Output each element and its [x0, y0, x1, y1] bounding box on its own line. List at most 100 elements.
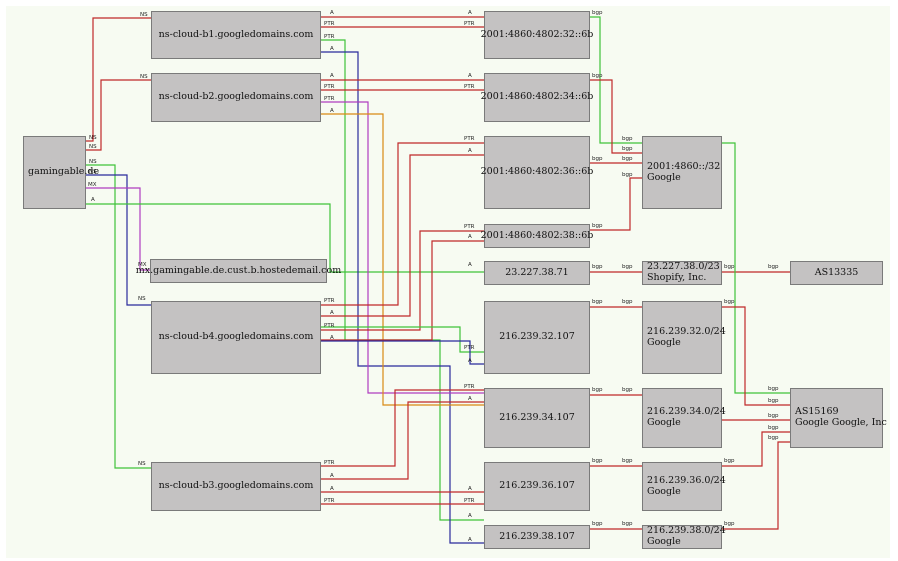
- node-label: 216.239.36.107: [499, 480, 575, 492]
- edge-label: PTR: [464, 384, 475, 390]
- prefix-range: 216.239.34.0/24: [647, 406, 726, 418]
- node-gamingable-de[interactable]: gamingable.de: [23, 136, 99, 209]
- edge-label: A: [468, 396, 472, 402]
- node-ip-23-227-38-71[interactable]: 23.227.38.71: [484, 261, 590, 285]
- prefix-owner: Google: [647, 171, 681, 183]
- edge-label: bgp: [724, 458, 735, 464]
- edge-bgp-ip6-38: [590, 177, 642, 231]
- edge-label: bgp: [768, 264, 779, 270]
- prefix-range: 216.239.32.0/24: [647, 325, 726, 337]
- edge-label: bgp: [622, 264, 633, 270]
- node-label: 216.239.34.107: [499, 411, 575, 423]
- node-label: 216.239.38.107: [499, 530, 575, 542]
- node-ip-216-239-32-107[interactable]: 216.239.32.107: [484, 301, 590, 374]
- node-ip6-38[interactable]: 2001:4860:4802:38::6b: [481, 224, 593, 248]
- edge-label: bgp: [592, 223, 603, 229]
- edge-ns-b2: [86, 79, 151, 151]
- edge-label: PTR: [464, 224, 475, 230]
- node-ip6-36[interactable]: 2001:4860:4802:36::6b: [481, 136, 593, 209]
- node-label: ns-cloud-b2.googledomains.com: [158, 91, 314, 103]
- edge-label: PTR: [464, 345, 475, 351]
- edge-label: bgp: [622, 387, 633, 393]
- edge-label: A: [91, 197, 95, 203]
- node-ip-216-239-36-107[interactable]: 216.239.36.107: [484, 462, 590, 511]
- node-ip-216-239-34-107[interactable]: 216.239.34.107: [484, 388, 590, 448]
- edge-b1-ptr-v4: [321, 39, 484, 521]
- edge-label: A: [468, 486, 472, 492]
- edge-b4-ptr-36: [321, 142, 484, 306]
- edge-label: bgp: [768, 435, 779, 441]
- node-label: 2001:4860:4802:34::6b: [480, 91, 594, 103]
- as-number: AS15169: [795, 406, 839, 418]
- edge-label: bgp: [592, 10, 603, 16]
- edge-label: A: [468, 148, 472, 154]
- node-ip6-32[interactable]: 2001:4860:4802:32::6b: [481, 11, 593, 59]
- node-ns-cloud-b3[interactable]: ns-cloud-b3.googledomains.com: [151, 462, 321, 511]
- edge-ns-b4: [86, 174, 151, 306]
- edge-a-23: [86, 203, 484, 273]
- node-ns-cloud-b4[interactable]: ns-cloud-b4.googledomains.com: [151, 301, 321, 374]
- edge-label: NS: [140, 74, 148, 80]
- edge-label: bgp: [622, 156, 633, 162]
- edge-b3-ptr: [321, 389, 484, 467]
- node-as13335[interactable]: AS13335: [790, 261, 883, 285]
- edge-label: MX: [138, 262, 147, 268]
- edge-label: bgp: [768, 386, 779, 392]
- edge-label: A: [468, 513, 472, 519]
- edge-label: PTR: [324, 323, 335, 329]
- edge-label: bgp: [592, 521, 603, 527]
- edge-label: PTR: [324, 21, 335, 27]
- node-ns-cloud-b2[interactable]: ns-cloud-b2.googledomains.com: [151, 73, 321, 122]
- node-label: ns-cloud-b3.googledomains.com: [158, 480, 314, 492]
- edge-label: NS: [89, 169, 97, 175]
- edge-b4-ptr-32: [321, 326, 484, 353]
- prefix-owner: Shopify, Inc.: [647, 272, 707, 283]
- prefix-owner: Google: [647, 417, 681, 428]
- edge-label: PTR: [324, 34, 335, 40]
- edge-label: NS: [138, 296, 146, 302]
- edge-b4-a-36: [321, 154, 484, 317]
- edge-label: A: [330, 10, 334, 16]
- node-mx-hostedemail[interactable]: mx.gamingable.de.cust.b.hostedemail.com: [136, 259, 341, 283]
- edge-label: A: [468, 10, 472, 16]
- edge-label: bgp: [592, 156, 603, 162]
- edge-label: A: [468, 262, 472, 268]
- edge-as15169-38: [722, 441, 790, 530]
- node-label: 2001:4860:4802:36::6b: [480, 166, 594, 178]
- edge-label: bgp: [622, 172, 633, 178]
- edge-ns-b1: [86, 17, 151, 142]
- node-ns-cloud-b1[interactable]: ns-cloud-b1.googledomains.com: [151, 11, 321, 59]
- prefix-range: 216.239.38.0/24: [647, 525, 726, 537]
- edge-b3-a: [321, 401, 484, 480]
- edge-b4-a-38: [321, 240, 484, 341]
- edge-label: NS: [89, 159, 97, 165]
- as-owner: Google Google, Inc: [795, 417, 887, 428]
- node-ip-216-239-38-107[interactable]: 216.239.38.107: [484, 525, 590, 549]
- node-ip6-34[interactable]: 2001:4860:4802:34::6b: [481, 73, 593, 122]
- edge-as15169-36: [722, 431, 790, 467]
- edge-label: A: [468, 358, 472, 364]
- edge-label: bgp: [592, 387, 603, 393]
- node-label: gamingable.de: [28, 166, 100, 178]
- edge-label: bgp: [768, 413, 779, 419]
- node-label: 216.239.32.107: [499, 331, 575, 343]
- edge-label: MX: [88, 182, 97, 188]
- edge-label: A: [468, 73, 472, 79]
- edge-label: PTR: [324, 498, 335, 504]
- edge-label: A: [330, 335, 334, 341]
- edge-ns-b3: [86, 164, 151, 469]
- prefix-range: 2001:4860::/32: [647, 160, 721, 172]
- edge-label: bgp: [622, 299, 633, 305]
- edge-label: A: [330, 108, 334, 114]
- edge-label: NS: [140, 12, 148, 18]
- node-label: AS13335: [814, 266, 859, 278]
- edge-label: PTR: [324, 298, 335, 304]
- edge-label: A: [330, 310, 334, 316]
